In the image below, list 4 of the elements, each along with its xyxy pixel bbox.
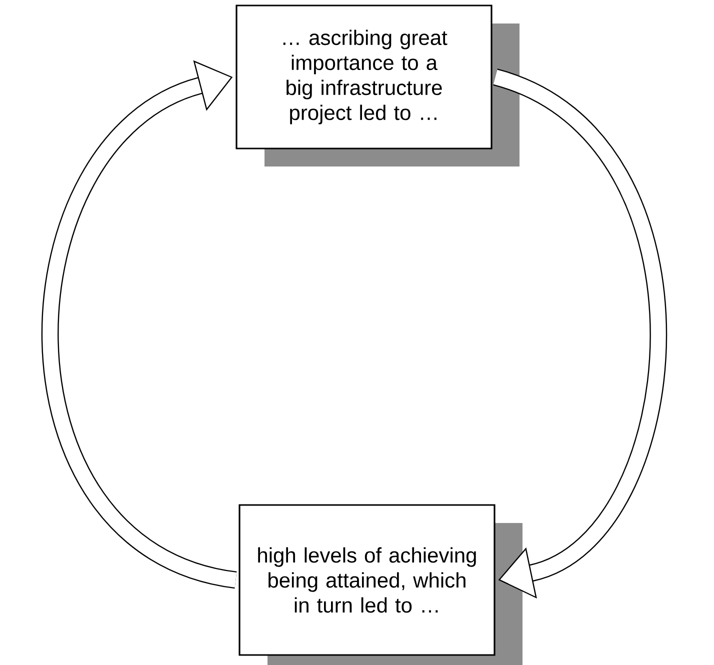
- curved-arrow: [492, 68, 667, 599]
- text-box: high levels of achieving being attained, which in turn led to …: [238, 504, 496, 656]
- text-box: … ascribing great importance to a big infrastructure project led to …: [236, 4, 492, 150]
- curved-arrow: [42, 60, 238, 588]
